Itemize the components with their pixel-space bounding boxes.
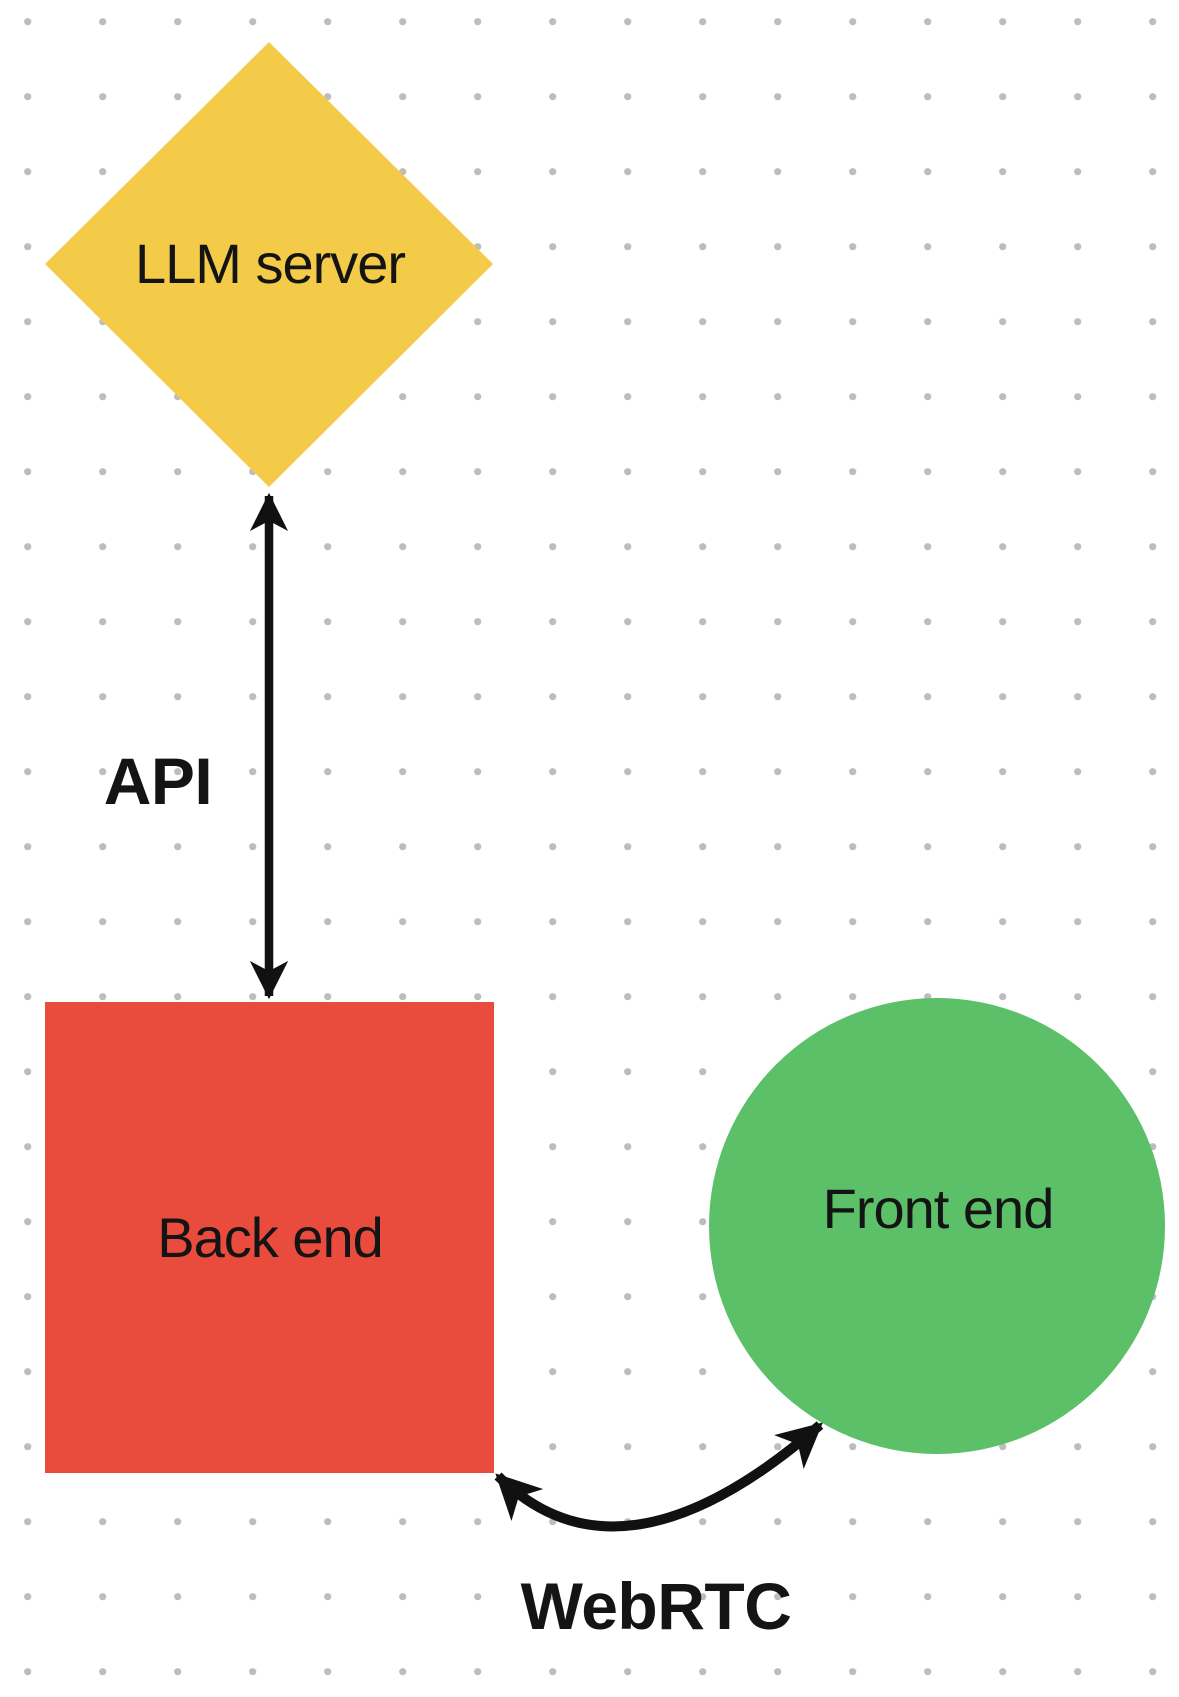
front-end-circle-shape[interactable] bbox=[709, 998, 1165, 1454]
webrtc-connector-arrow[interactable] bbox=[494, 1421, 824, 1532]
back-end-square-shape[interactable] bbox=[45, 1002, 494, 1473]
llm-server-diamond-shape[interactable] bbox=[45, 42, 493, 487]
